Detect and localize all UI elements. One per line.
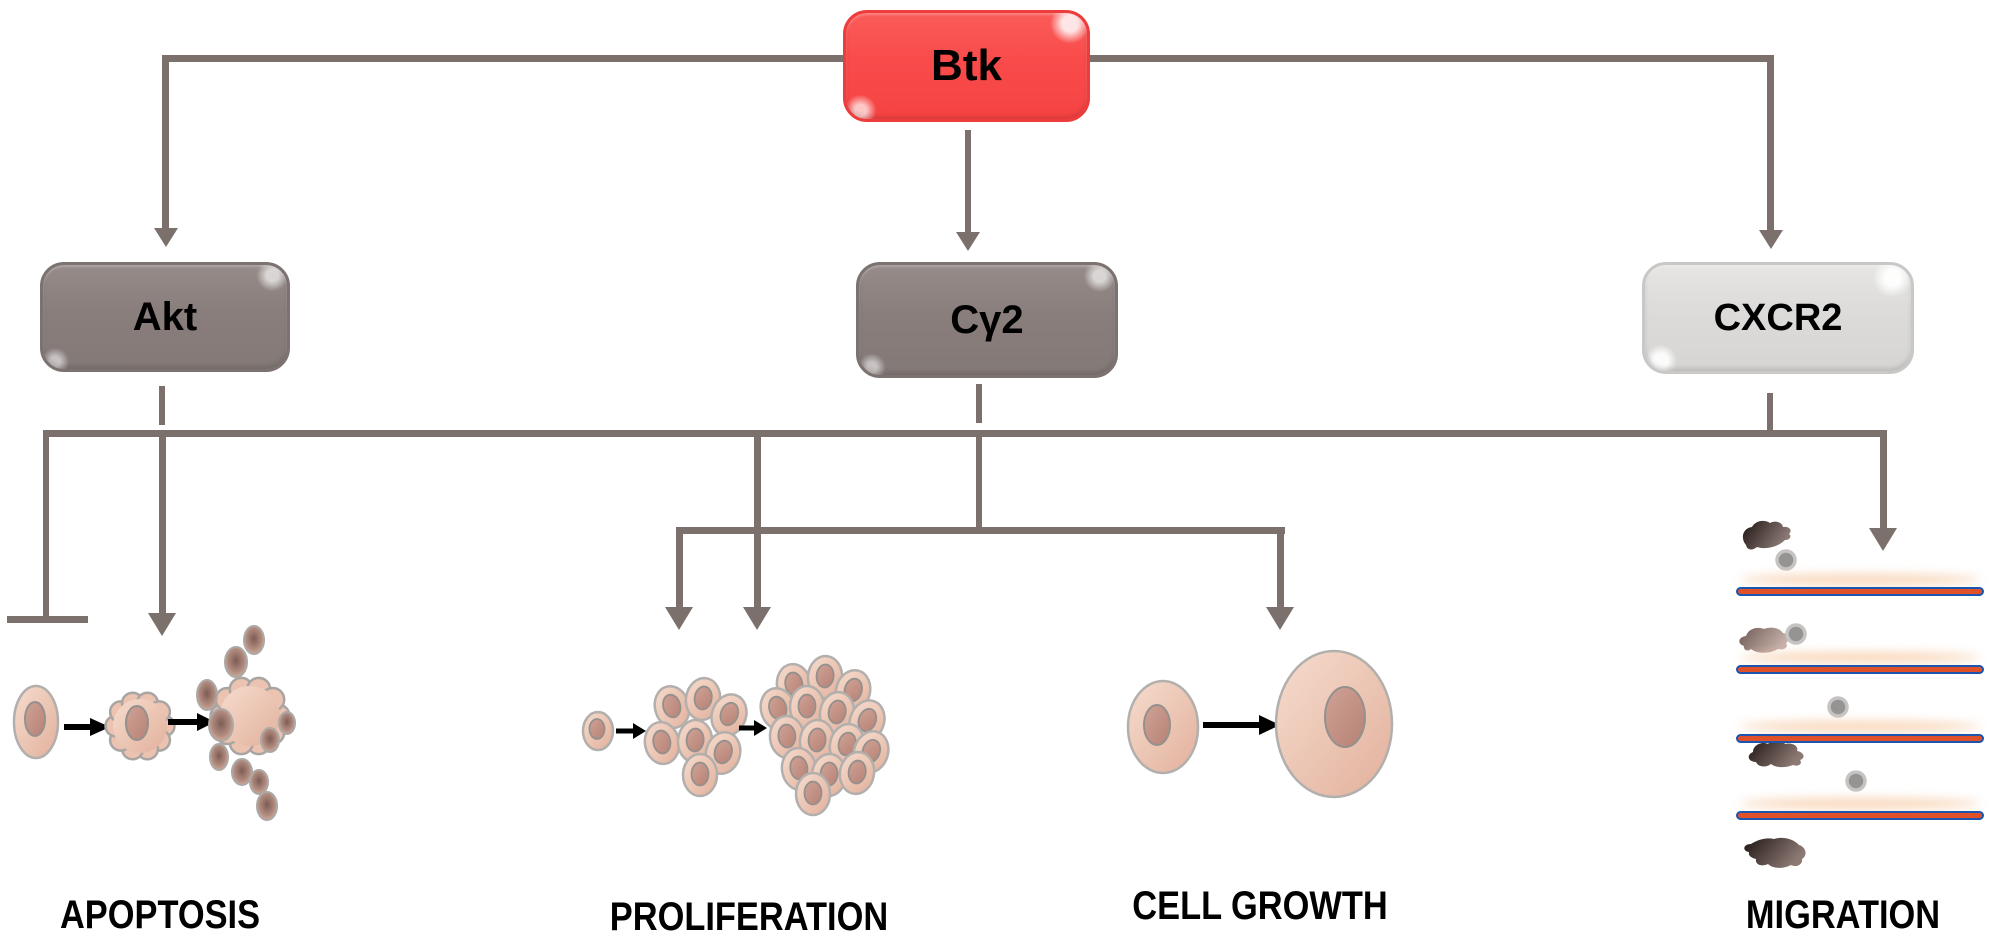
migrating-cell-blob [1742, 520, 1791, 550]
chemokine-particle [1785, 623, 1807, 645]
small-cell-nucleus [1143, 704, 1171, 746]
membrane-glow [1740, 652, 1980, 663]
cy2-connector-dash [976, 384, 982, 423]
secondary-branch-line [676, 527, 1285, 534]
migration-arrow-shaft [1880, 430, 1887, 528]
apoptotic-bodies [196, 625, 296, 821]
membrane-bar [1736, 587, 1984, 596]
proliferation-arrow2-shaft [754, 437, 761, 607]
proliferation-arrow1-shaft [676, 527, 683, 607]
small-cell-cluster [643, 676, 748, 798]
chemokine-particle [1827, 696, 1849, 718]
btk-to-cxcr2-arrow-shaft [1767, 55, 1774, 230]
node-cy2: Cγ2 [856, 262, 1118, 378]
chemokine-particle [1845, 770, 1867, 792]
label-proliferation: PROLIFERATION [609, 895, 889, 939]
cell-growth-arrow-shaft [1277, 527, 1284, 607]
apoptosis-step-arrow1-icon [64, 718, 110, 736]
blebbing-cell [104, 691, 176, 761]
apoptosis-arrowhead-icon [148, 613, 176, 636]
btk-to-cy2-arrow-shaft [965, 130, 971, 232]
node-akt-label: Akt [132, 294, 198, 339]
healthy-cell-nucleus [24, 701, 46, 737]
node-btk: Btk [843, 10, 1090, 122]
main-trunk-line [43, 430, 1887, 437]
node-akt: Akt [40, 262, 290, 372]
membrane-bar [1736, 734, 1984, 743]
proliferation-illustration [581, 654, 890, 817]
membrane-glow [1740, 721, 1980, 732]
node-cxcr2: CXCR2 [1642, 262, 1914, 374]
node-btk-label: Btk [931, 41, 1002, 90]
membrane-bar [1736, 811, 1984, 820]
label-cell-growth: CELL GROWTH [1132, 884, 1388, 928]
cell-growth-step-arrow-icon [1203, 715, 1280, 735]
enlarged-cell-nucleus [1324, 686, 1366, 748]
node-cy2-label: Cγ2 [950, 297, 1024, 342]
label-apoptosis: APOPTOSIS [59, 893, 261, 937]
migrating-cell-blob [1748, 740, 1804, 768]
cy2-trunk-drop-line [976, 437, 982, 530]
btk-to-cxcr2-arrowhead-icon [1759, 230, 1783, 249]
btk-to-akt-arrowhead-icon [154, 228, 178, 247]
proliferation-arrowhead1-icon [665, 607, 693, 630]
btk-to-cy2-arrowhead-icon [956, 232, 980, 251]
membrane-bar [1736, 665, 1984, 674]
apoptosis-inhibition-shaft [43, 430, 49, 618]
apoptosis-arrow-shaft [159, 437, 166, 613]
proliferation-step-arrow1-icon [616, 723, 646, 739]
btk-to-akt-arrow-shaft [162, 55, 169, 228]
membrane-glow [1740, 798, 1980, 809]
label-migration: MIGRATION [1745, 893, 1941, 937]
apoptosis-illustration [12, 625, 296, 821]
chemokine-particle [1775, 549, 1797, 571]
migrating-cell-blob [1744, 837, 1806, 868]
cxcr2-connector-dash [1767, 393, 1773, 430]
single-cell-nucleus [588, 718, 606, 740]
cell-growth-arrowhead-icon [1266, 607, 1294, 630]
migration-arrowhead-icon [1869, 528, 1897, 551]
node-cxcr2-label: CXCR2 [1713, 296, 1843, 339]
akt-connector-dash [159, 386, 165, 425]
cell-growth-illustration [1126, 649, 1394, 799]
migrating-cell-blob [1739, 627, 1789, 653]
proliferation-step-arrow2-icon [739, 720, 767, 736]
proliferation-arrowhead2-icon [743, 607, 771, 630]
apoptosis-step-arrow2-icon [168, 713, 215, 731]
blebbing-cell-nucleus [125, 705, 149, 741]
cluster-cells [643, 676, 748, 798]
apoptosis-inhibition-tbar-icon [7, 616, 88, 623]
migration-illustration [1739, 520, 1867, 868]
membrane-glow [1740, 574, 1980, 585]
large-cell-cluster [759, 654, 890, 817]
